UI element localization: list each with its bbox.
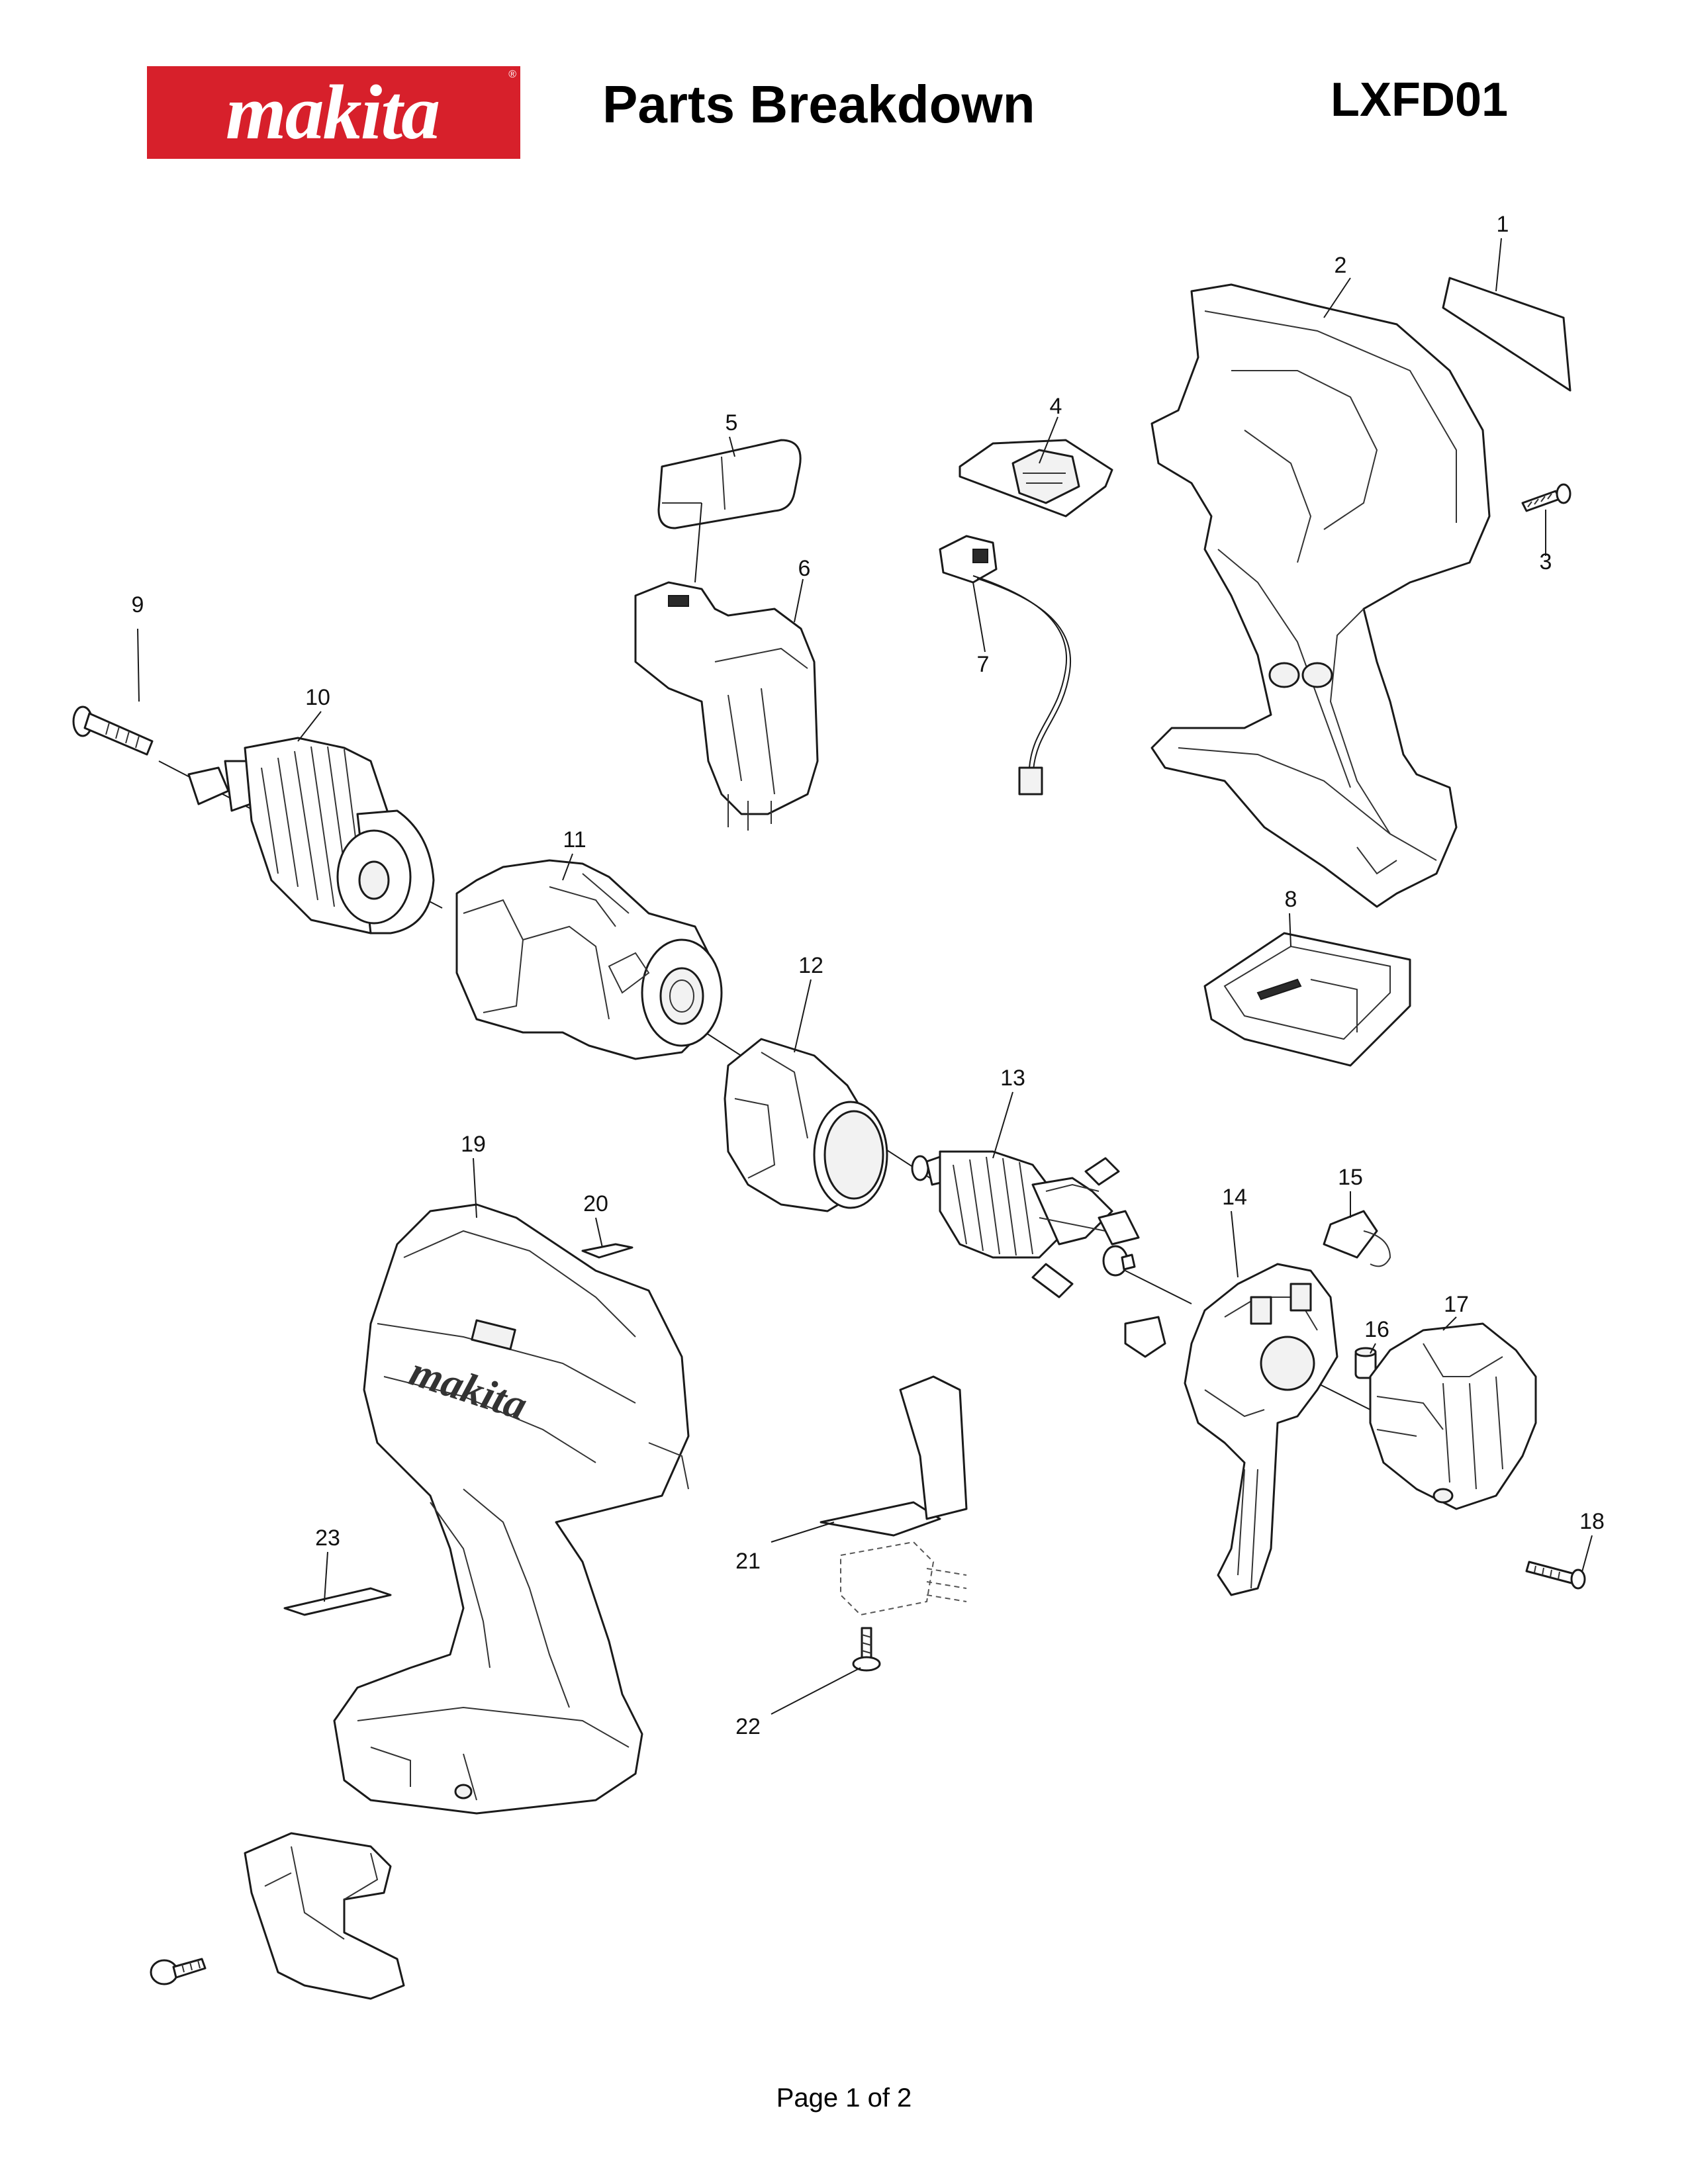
- logo-wordmark: makita: [225, 69, 440, 156]
- part-6-switch: [634, 581, 819, 831]
- callout-22: 22: [735, 1714, 761, 1739]
- part-12-yoke: [724, 1038, 888, 1212]
- part-7-led-wire: [939, 535, 1072, 796]
- part-2-housing-right: [1150, 283, 1491, 908]
- callout-2: 2: [1335, 253, 1347, 278]
- part-23-label: [283, 1587, 392, 1616]
- belt-clip: [244, 1832, 405, 2000]
- callout-21: 21: [735, 1549, 761, 1574]
- callout-8: 8: [1285, 887, 1297, 912]
- callout-20: 20: [583, 1191, 608, 1216]
- callout-9: 9: [132, 592, 144, 617]
- part-22-screw: [852, 1627, 881, 1672]
- part-8-battery-terminal: [1203, 932, 1411, 1067]
- part-19-housing-left: makita: [333, 1203, 690, 1815]
- part-16-carbon-brush: [1354, 1347, 1377, 1379]
- part-11-gear-assembly: [455, 859, 723, 1060]
- makita-logo: makita ®: [147, 66, 520, 159]
- callout-14: 14: [1222, 1185, 1247, 1210]
- callout-4: 4: [1050, 394, 1062, 419]
- callout-19: 19: [461, 1132, 486, 1157]
- part-14-brush-holder: [1124, 1263, 1338, 1596]
- callout-3: 3: [1540, 549, 1552, 574]
- page-title: Parts Breakdown: [602, 75, 1035, 134]
- part-15-spring: [1323, 1210, 1391, 1267]
- part-18-screw: [1525, 1561, 1586, 1590]
- callout-13: 13: [1000, 1066, 1025, 1091]
- part-9-screw: [72, 705, 154, 756]
- part-10-keyless-chuck: [187, 737, 435, 934]
- part-1-label-plate: [1442, 277, 1571, 392]
- callout-15: 15: [1338, 1165, 1363, 1190]
- callout-6: 6: [798, 556, 811, 581]
- part-21-cover-plate: [820, 1375, 968, 1616]
- callout-1: 1: [1497, 212, 1509, 237]
- part-5-trigger-cap: [657, 439, 802, 583]
- part-3-screw: [1521, 483, 1571, 512]
- part-13-armature: [911, 1150, 1140, 1298]
- callout-18: 18: [1579, 1509, 1605, 1534]
- belt-clip-screw: [150, 1958, 207, 1985]
- callout-17: 17: [1444, 1292, 1469, 1317]
- callout-23: 23: [315, 1525, 340, 1551]
- part-4-switch-lever: [959, 439, 1113, 518]
- callout-7: 7: [977, 652, 990, 677]
- registered-mark: ®: [508, 69, 516, 80]
- part-17-rear-cover: [1369, 1322, 1537, 1510]
- callout-5: 5: [726, 410, 738, 435]
- model-number: LXFD01: [1331, 73, 1509, 126]
- callout-16: 16: [1364, 1317, 1389, 1342]
- callout-11: 11: [563, 827, 586, 852]
- callout-10: 10: [305, 685, 330, 710]
- callout-12: 12: [798, 953, 823, 978]
- part-20-nameplate: [581, 1243, 633, 1259]
- page-number: Page 1 of 2: [776, 2083, 912, 2113]
